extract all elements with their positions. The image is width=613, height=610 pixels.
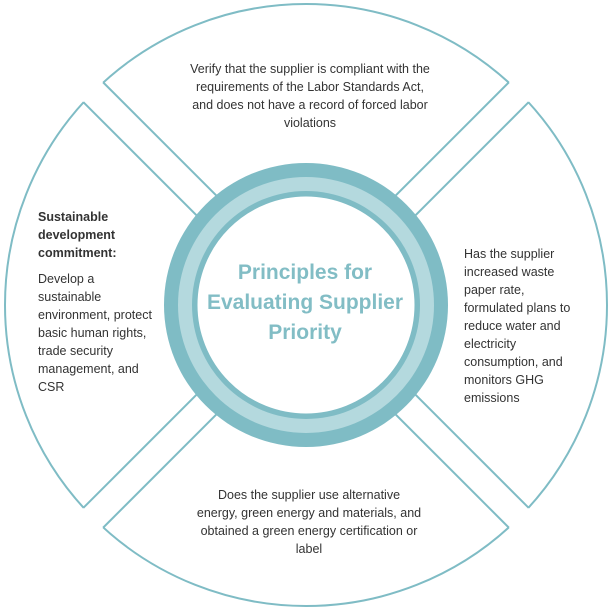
segment-left-text: Develop a sustainable environment, prote… <box>38 272 152 394</box>
segment-bottom-text: Does the supplier use alternative energy… <box>196 488 422 556</box>
segment-left-heading: Sustainable development commitment: <box>38 210 117 260</box>
segment-top-text: Verify that the supplier is compliant wi… <box>190 62 430 130</box>
ring-core-white <box>197 196 415 414</box>
segment-right-text: Has the supplier increased waste paper r… <box>464 247 571 405</box>
center-title: Principles for Evaluating Supplier Prior… <box>206 261 404 344</box>
segment-left: Sustainable development commitment: Deve… <box>38 208 156 396</box>
